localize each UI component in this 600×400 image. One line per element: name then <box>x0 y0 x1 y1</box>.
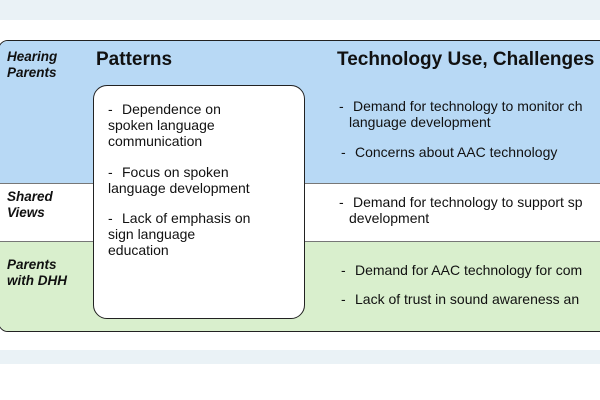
pattern-line: education <box>108 242 169 258</box>
bullet: - <box>108 164 113 180</box>
bullet: - <box>341 144 346 160</box>
bullet: - <box>339 98 344 114</box>
bullet: - <box>108 210 113 226</box>
column-heading-patterns: Patterns <box>96 49 173 70</box>
bullet: - <box>341 291 346 307</box>
row-label-line: Hearing <box>7 49 58 64</box>
pattern-item: - Lack of emphasis on sign language educ… <box>108 210 292 258</box>
bullet: - <box>341 262 346 278</box>
row-label-hearing-parents: Hearing Parents <box>7 49 87 81</box>
row-label-parents-with-dhh: Parents with DHH <box>7 257 87 289</box>
tech-item-line: Demand for technology to support sp <box>353 194 583 210</box>
tech-item-line: Demand for AAC technology for com <box>355 262 583 278</box>
tech-item: - Demand for technology to monitor ch la… <box>339 98 583 130</box>
tech-item-line: language development <box>349 114 491 130</box>
patterns-box: - Dependence on spoken language communic… <box>93 85 305 319</box>
row-label-line: Views <box>7 205 45 220</box>
row-label-line: with DHH <box>7 273 67 288</box>
row-label-line: Parents <box>7 257 57 272</box>
tech-item-line: Demand for technology to monitor ch <box>353 98 583 114</box>
pattern-line: communication <box>108 133 203 149</box>
pattern-item: - Focus on spoken language development <box>108 164 292 196</box>
bottom-strip <box>0 350 600 364</box>
pattern-line: language development <box>108 180 250 196</box>
pattern-line: sign language <box>108 226 196 242</box>
tech-item: - Demand for technology to support sp de… <box>339 194 583 226</box>
pattern-item: - Dependence on spoken language communic… <box>108 101 292 149</box>
row-label-line: Parents <box>7 65 57 80</box>
pattern-line: Focus on spoken <box>122 164 229 180</box>
bullet: - <box>108 101 113 117</box>
bullet: - <box>339 194 344 210</box>
tech-item-line: development <box>349 210 430 226</box>
pattern-line: Lack of emphasis on <box>122 210 251 226</box>
row-label-line: Shared <box>7 189 53 204</box>
pattern-line: spoken language <box>108 117 215 133</box>
tech-item: - Lack of trust in sound awareness an <box>341 291 580 307</box>
row-label-shared-views: Shared Views <box>7 189 87 221</box>
pattern-line: Dependence on <box>122 101 221 117</box>
tech-item-line: Lack of trust in sound awareness an <box>355 291 580 307</box>
top-strip <box>0 0 600 20</box>
column-heading-technology: Technology Use, Challenges <box>337 49 595 70</box>
tech-item-line: Concerns about AAC technology <box>355 144 558 160</box>
tech-item: - Demand for AAC technology for com <box>341 262 583 278</box>
tech-item: - Concerns about AAC technology <box>341 144 558 160</box>
